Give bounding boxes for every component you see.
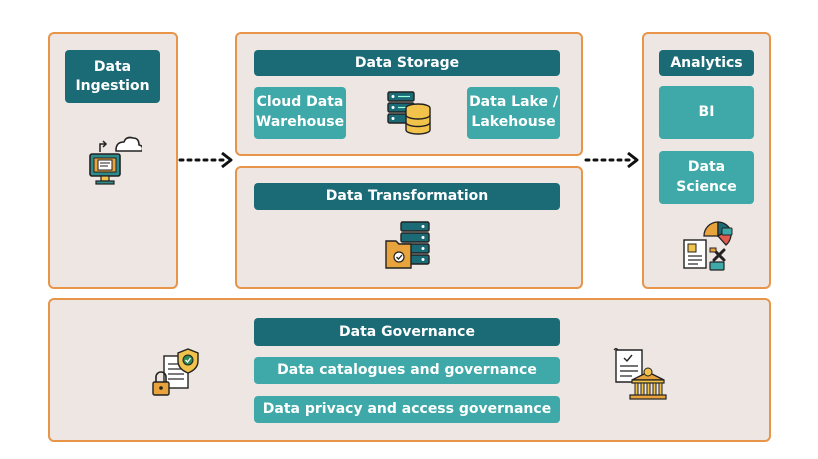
monitor-cloud-icon [86,132,144,188]
arrow-ingestion-to-core [178,151,233,169]
secure-document-icon [150,346,206,402]
legal-document-icon [610,346,668,402]
governance-title: Data Governance [254,318,560,346]
governance-item-privacy: Data privacy and access governance [254,396,560,423]
storage-data-lake: Data Lake / Lakehouse [467,87,560,139]
analytics-title: Analytics [659,50,754,76]
arrow-core-to-analytics [584,151,639,169]
server-folder-icon [383,219,435,271]
analytics-item-bi: BI [659,86,754,139]
analytics-report-icon [680,220,736,274]
analytics-item-data-science: Data Science [659,151,754,204]
storage-title: Data Storage [254,50,560,76]
governance-item-catalogues: Data catalogues and governance [254,357,560,384]
ingestion-title: Data Ingestion [65,50,160,103]
storage-cloud-warehouse: Cloud Data Warehouse [254,87,346,139]
transformation-title: Data Transformation [254,183,560,210]
database-server-icon [384,88,434,138]
